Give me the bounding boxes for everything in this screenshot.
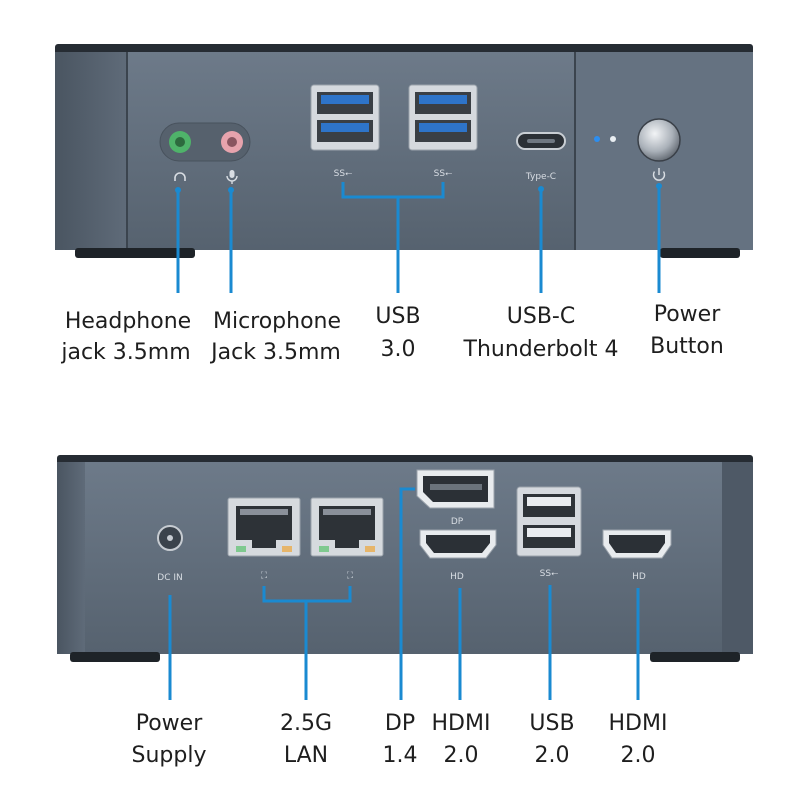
usb30-label: USB bbox=[375, 304, 420, 329]
headphone-label-2: jack 3.5mm bbox=[60, 340, 190, 365]
front-left-cap bbox=[55, 52, 127, 250]
front-foot-left bbox=[75, 248, 195, 258]
hdmi-right-label-2: 2.0 bbox=[621, 743, 656, 768]
usb2-port-stack: SS⭠ bbox=[516, 486, 582, 579]
status-led-blue bbox=[594, 136, 600, 142]
usb30-label-2: 3.0 bbox=[381, 337, 416, 362]
hd-mark-right: HD bbox=[632, 572, 646, 582]
microphone-label: Microphone bbox=[213, 309, 341, 334]
dp-mark: DP bbox=[451, 517, 464, 527]
dp-label: DP bbox=[385, 711, 415, 736]
power-button bbox=[637, 118, 681, 162]
front-panel: SS⭠ SS⭠ Type-C bbox=[55, 44, 753, 258]
front-foot-right bbox=[660, 248, 740, 258]
front-leader-lines bbox=[175, 182, 662, 293]
hdmi-port-left: HD bbox=[419, 529, 497, 582]
usb20-label: USB bbox=[529, 711, 574, 736]
dc-in-mark: DC IN bbox=[157, 573, 182, 583]
power-button-label: Power bbox=[654, 302, 721, 327]
hdmi-left-label-2: 2.0 bbox=[444, 743, 479, 768]
front-callout-labels: Headphone jack 3.5mm Microphone Jack 3.5… bbox=[60, 302, 723, 365]
headphone-label: Headphone bbox=[65, 309, 191, 334]
microphone-icon bbox=[226, 170, 238, 184]
lan-label-2: LAN bbox=[284, 743, 328, 768]
usb3-ss-icon-right: SS⭠ bbox=[434, 169, 453, 179]
rear-foot-left bbox=[70, 652, 160, 662]
hdmi-left-label: HDMI bbox=[432, 711, 491, 736]
microphone-label-2: Jack 3.5mm bbox=[209, 340, 341, 365]
usb3-ss-icon-left: SS⭠ bbox=[334, 169, 353, 179]
displayport-port: DP bbox=[416, 469, 495, 527]
lan-icon-2: ⛶ bbox=[346, 570, 354, 581]
power-supply-label-2: Supply bbox=[132, 743, 207, 768]
rear-callout-labels: Power Supply 2.5G LAN DP 1.4 HDMI 2.0 US… bbox=[132, 711, 668, 768]
hd-mark-left: HD bbox=[450, 572, 464, 582]
usb20-label-2: 2.0 bbox=[535, 743, 570, 768]
usb3-port-stack-left: SS⭠ bbox=[310, 84, 380, 179]
power-button-label-2: Button bbox=[650, 334, 724, 359]
power-supply-label: Power bbox=[136, 711, 203, 736]
rear-leader-lines bbox=[168, 487, 640, 700]
usb3-port-stack-right: SS⭠ bbox=[408, 84, 478, 179]
status-led-white bbox=[610, 136, 616, 142]
lan-label: 2.5G bbox=[280, 711, 332, 736]
rear-right-cap bbox=[722, 462, 753, 654]
usbc-label-2: Thunderbolt 4 bbox=[463, 337, 619, 362]
rear-foot-right bbox=[650, 652, 740, 662]
power-symbol-icon bbox=[652, 168, 666, 181]
rear-panel: DC IN ⛶ ⛶ DP HD bbox=[57, 455, 753, 662]
lan-port-1: ⛶ bbox=[227, 497, 301, 581]
lan-port-2: ⛶ bbox=[310, 497, 384, 581]
lan-icon-1: ⛶ bbox=[260, 570, 268, 581]
usb2-ss-icon: SS⭠ bbox=[540, 569, 559, 579]
rear-left-cap bbox=[57, 462, 85, 654]
hdmi-port-right: HD bbox=[602, 529, 672, 582]
type-c-mark: Type-C bbox=[525, 172, 556, 182]
dp-label-2: 1.4 bbox=[383, 743, 418, 768]
hdmi-right-label: HDMI bbox=[609, 711, 668, 736]
headphone-icon bbox=[174, 172, 186, 181]
usbc-label: USB-C bbox=[507, 304, 575, 329]
